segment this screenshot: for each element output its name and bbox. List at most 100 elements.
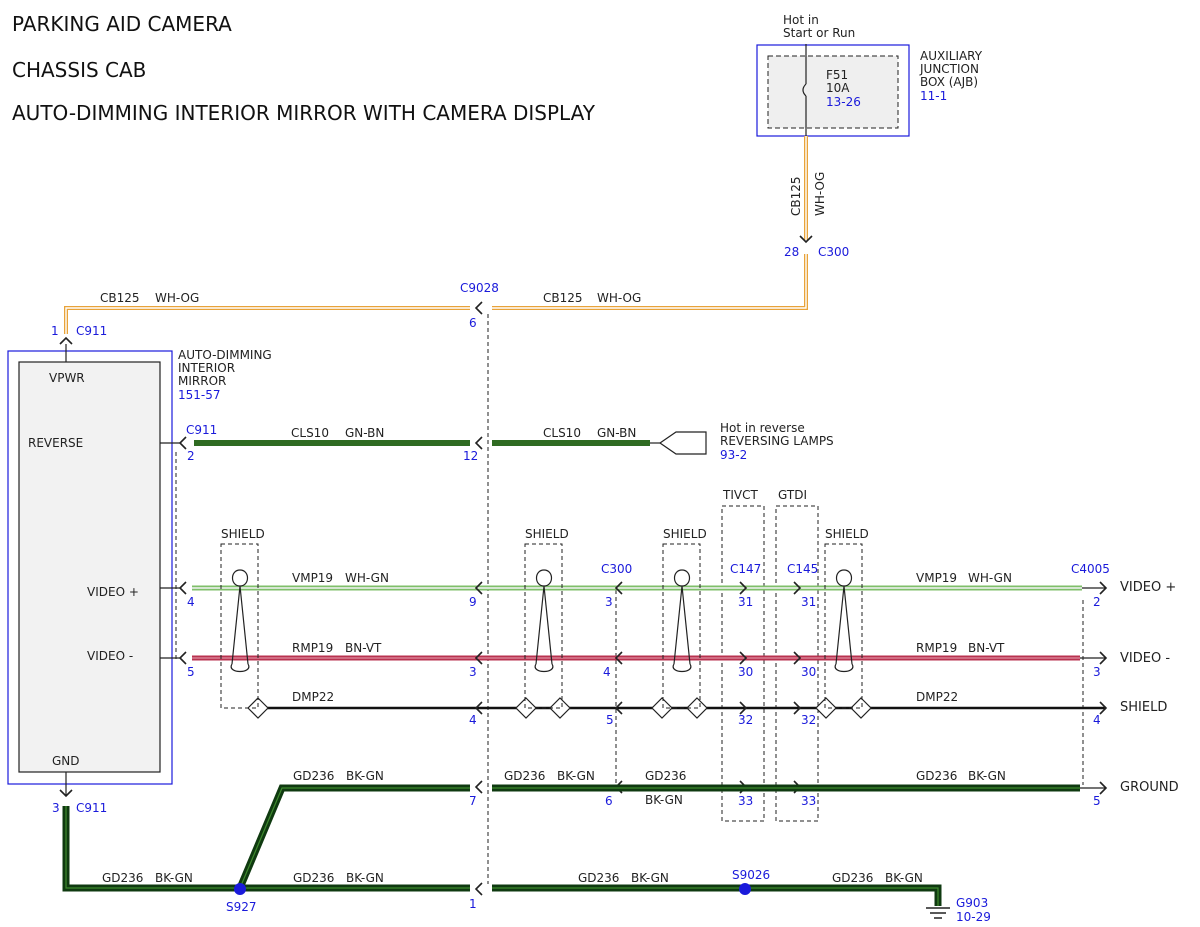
- c145-label[interactable]: C145: [787, 562, 818, 576]
- c300-pin-3: 3: [605, 595, 613, 609]
- wire-gd236-bk-gn: 3 C911 GD236 BK-GN GD236 BK-GN GD236 BK-…: [52, 769, 1179, 924]
- c300-pin-5: 5: [606, 713, 614, 727]
- splice-s9026-label[interactable]: S9026: [732, 868, 770, 882]
- shield-diamond-icon: [651, 697, 673, 719]
- c911-video-pos-arrow-icon: [178, 581, 187, 595]
- gd236-g-color: BK-GN: [631, 871, 669, 885]
- gd236-f-circuit: GD236: [293, 871, 334, 885]
- mirror-name-3: MIRROR: [178, 374, 226, 388]
- c300-pin-28: 28: [784, 245, 799, 259]
- wire-rmp19-bn-vt: RMP19 BN-VT RMP19 BN-VT 5 3 4 30 30 3 VI…: [160, 641, 1170, 679]
- gd236-f-color: BK-GN: [346, 871, 384, 885]
- rmp19-right-color: BN-VT: [968, 641, 1005, 655]
- c300-pin-4: 4: [603, 665, 611, 679]
- c9028-reverse-arrow-icon: [474, 436, 483, 450]
- ground-symbol-icon: [926, 907, 950, 919]
- c300-label-top[interactable]: C300: [818, 245, 849, 259]
- c9028-pin-7: 7: [469, 794, 477, 808]
- c4005-pin-2: 2: [1093, 595, 1101, 609]
- fuse-symbol-icon: [802, 83, 807, 97]
- cls10-right-circuit: CLS10: [543, 426, 581, 440]
- gd236-h-color: BK-GN: [885, 871, 923, 885]
- reverse-source-connector-icon: [658, 431, 707, 455]
- connector-dash-lines: [175, 314, 1084, 884]
- mirror-name-2: INTERIOR: [178, 361, 235, 375]
- c4005-label[interactable]: C4005: [1071, 562, 1110, 576]
- title-mirror-camera-display: AUTO-DIMMING INTERIOR MIRROR WITH CAMERA…: [12, 101, 596, 125]
- ajb-outline: [756, 44, 910, 137]
- c4005-pin-3: 3: [1093, 665, 1101, 679]
- ajb-name-2: JUNCTION: [919, 62, 979, 76]
- wire-dmp22: DMP22 DMP22 4 5 32 32 4 SHIELD: [247, 690, 1167, 727]
- gd236-a-circuit: GD236: [293, 769, 334, 783]
- splice-s927-label[interactable]: S927: [226, 900, 257, 914]
- c300-arrow-icon: [799, 235, 813, 244]
- engine-variant-tivct: TIVCT: [722, 488, 758, 502]
- rmp19-left-circuit: RMP19: [292, 641, 333, 655]
- pin-video-neg: VIDEO -: [87, 649, 133, 663]
- output-video-pos: VIDEO +: [1120, 580, 1176, 595]
- cb125-left-color: WH-OG: [155, 291, 199, 305]
- c911-video-neg-arrow-icon: [178, 651, 187, 665]
- c147-label[interactable]: C147: [730, 562, 761, 576]
- ground-g903-label[interactable]: G903: [956, 896, 988, 910]
- c911-label-gnd[interactable]: C911: [76, 801, 107, 815]
- c911-pin-1: 1: [51, 324, 59, 338]
- ajb-hot-label-1: Hot in: [783, 13, 819, 27]
- cb125-vertical-circuit: CB125: [789, 176, 803, 216]
- gd236-g-circuit: GD236: [578, 871, 619, 885]
- cb125-vertical-color: WH-OG: [813, 172, 827, 216]
- gd236-h-circuit: GD236: [832, 871, 873, 885]
- c4005-video-pos-arrow-icon: [1099, 581, 1108, 595]
- c911-label-reverse[interactable]: C911: [186, 423, 217, 437]
- gd236-d-color: BK-GN: [968, 769, 1006, 783]
- c9028-pin-3: 3: [469, 665, 477, 679]
- engine-variant-gtdi: GTDI: [778, 488, 807, 502]
- wire-cls10-gn-bn: C911 2 CLS10 GN-BN CLS10 GN-BN 12 Hot in…: [160, 281, 834, 463]
- c4005-pin-4: 4: [1093, 713, 1101, 727]
- pin-video-pos: VIDEO +: [87, 585, 139, 599]
- c9028-pin-1: 1: [469, 897, 477, 911]
- shield-groups: SHIELD SHIELD SHIELD SHIELD TIVCT GTDI: [220, 488, 869, 709]
- c145-pin-33: 33: [801, 794, 816, 808]
- c300-label-mid[interactable]: C300: [601, 562, 632, 576]
- output-shield: SHIELD: [1120, 700, 1167, 715]
- ground-g903-ref[interactable]: 10-29: [956, 910, 991, 924]
- pin-gnd: GND: [52, 754, 80, 768]
- mirror-name-1: AUTO-DIMMING: [178, 348, 272, 362]
- fuse-id: F51: [826, 68, 848, 82]
- shield-diamond-icon: [515, 697, 537, 719]
- c911-label-top[interactable]: C911: [76, 324, 107, 338]
- twisted-pair-icon: [230, 569, 250, 673]
- output-ground: GROUND: [1120, 780, 1179, 795]
- reverse-source-ref[interactable]: 93-2: [720, 448, 747, 462]
- cb125-right-circuit: CB125: [543, 291, 583, 305]
- output-video-neg: VIDEO -: [1120, 651, 1170, 666]
- c9028-label[interactable]: C9028: [460, 281, 499, 295]
- twisted-pair-icon: [834, 569, 854, 673]
- splice-s9026-icon: [739, 883, 751, 895]
- c9028-power-arrow-icon: [474, 301, 483, 315]
- shield-label: SHIELD: [825, 527, 869, 541]
- rmp19-left-color: BN-VT: [345, 641, 382, 655]
- gd236-e-color: BK-GN: [155, 871, 193, 885]
- c911-vpwr-arrow-icon: [59, 336, 73, 345]
- twisted-pair-icon: [672, 569, 692, 673]
- c9028-pin-12: 12: [463, 449, 478, 463]
- auxiliary-junction-box: Hot in Start or Run F51 10A 13-26 AUXILI…: [756, 13, 983, 137]
- ajb-ref[interactable]: 11-1: [920, 89, 947, 103]
- shield-label: SHIELD: [663, 527, 707, 541]
- splice-s927-icon: [234, 883, 246, 895]
- mirror-ref[interactable]: 151-57: [178, 388, 221, 402]
- cls10-left-color: GN-BN: [345, 426, 384, 440]
- ajb-name-3: BOX (AJB): [920, 75, 978, 89]
- wire-vmp19-wh-gn: VMP19 WH-GN VMP19 WH-GN 4 9 3 31 31 2 C3…: [160, 562, 1176, 609]
- gd236-b-color: BK-GN: [557, 769, 595, 783]
- gd236-e-circuit: GD236: [102, 871, 143, 885]
- vmp19-right-circuit: VMP19: [916, 571, 957, 585]
- reverse-source-line2: REVERSING LAMPS: [720, 434, 834, 448]
- reverse-source-line1: Hot in reverse: [720, 421, 805, 435]
- fuse-ref[interactable]: 13-26: [826, 95, 861, 109]
- c911-pin-4: 4: [187, 595, 195, 609]
